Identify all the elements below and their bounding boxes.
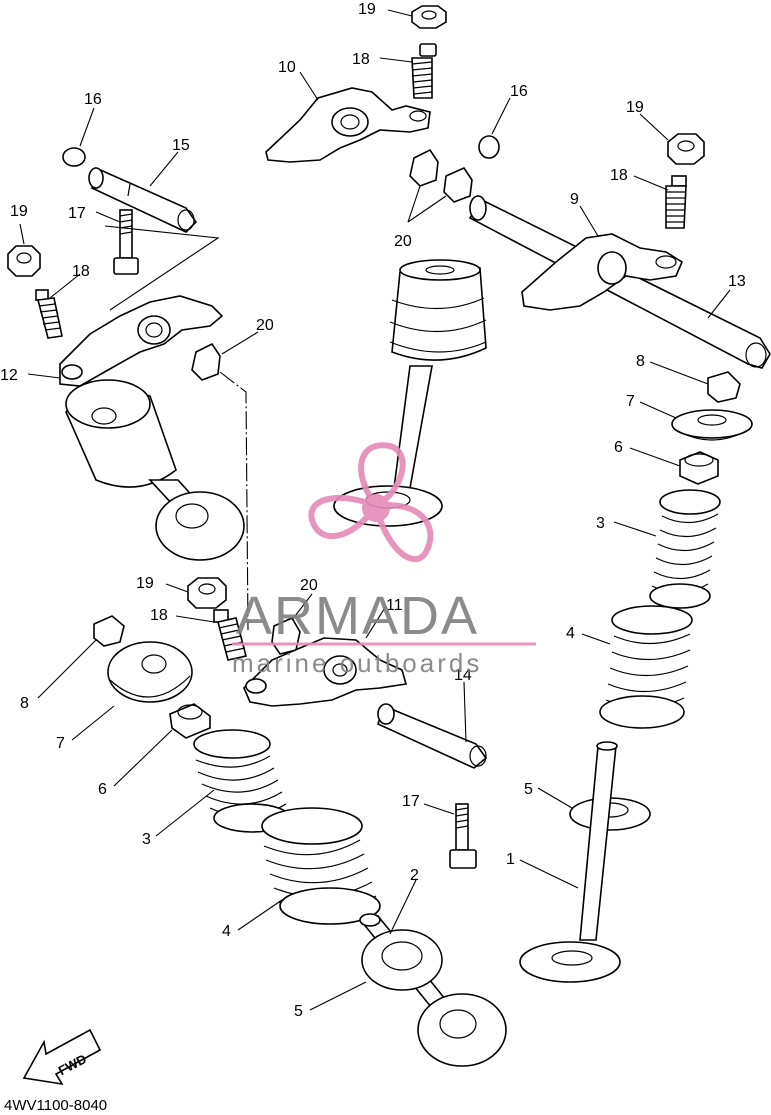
callout-4-left: 4 bbox=[222, 923, 231, 940]
callout-5-left: 5 bbox=[294, 1003, 303, 1020]
callout-3-left: 3 bbox=[142, 831, 151, 848]
rocker-arm-10[interactable] bbox=[265, 87, 431, 163]
adjusting-screw-18-top[interactable] bbox=[411, 43, 437, 99]
valve-cotter-20-upper-b[interactable] bbox=[443, 166, 473, 203]
callout-13: 13 bbox=[728, 273, 746, 290]
rocker-arm-9[interactable] bbox=[521, 233, 684, 311]
rocker-arm-11[interactable] bbox=[243, 637, 408, 707]
callout-14: 14 bbox=[454, 667, 472, 684]
watermark-tagline: marine outboards bbox=[232, 648, 482, 678]
callout-5-right: 5 bbox=[524, 781, 533, 798]
nut-19-left[interactable] bbox=[7, 245, 41, 277]
rocker-arm-12[interactable] bbox=[59, 295, 224, 387]
nut-19-top[interactable] bbox=[411, 5, 447, 29]
callout-19-left: 19 bbox=[10, 203, 28, 220]
callout-7-right: 7 bbox=[626, 393, 635, 410]
callout-17-lower: 17 bbox=[402, 793, 420, 810]
valve-1[interactable] bbox=[519, 741, 621, 983]
callout-1: 1 bbox=[506, 851, 515, 868]
valve-seal-6-right[interactable] bbox=[679, 451, 719, 485]
callout-7-left: 7 bbox=[56, 735, 65, 752]
spring-seat-5-left[interactable] bbox=[361, 929, 443, 991]
valve-cotter-8-right[interactable] bbox=[707, 371, 741, 403]
valve-cotter-8-left[interactable] bbox=[93, 615, 125, 647]
outer-spring-4-right[interactable] bbox=[599, 605, 693, 729]
bolt-17-left[interactable] bbox=[113, 209, 139, 275]
nut-19-lower[interactable] bbox=[187, 577, 227, 609]
callout-12: 12 bbox=[0, 367, 18, 384]
part-code: 4WV1100-8040 bbox=[4, 1097, 108, 1114]
valve-cotter-20-left[interactable] bbox=[191, 342, 221, 381]
o-ring-16-left[interactable] bbox=[62, 147, 86, 167]
leader-lines bbox=[19, 9, 731, 1011]
outer-spring-4-left[interactable] bbox=[261, 807, 381, 925]
callout-18-lower: 18 bbox=[150, 607, 168, 624]
callout-18-top: 18 bbox=[352, 51, 370, 68]
adjusting-screw-18-lower[interactable] bbox=[213, 609, 247, 661]
callout-2: 2 bbox=[410, 867, 419, 884]
propeller-logo-icon bbox=[308, 442, 434, 563]
callout-20-lower: 20 bbox=[300, 577, 318, 594]
callout-10: 10 bbox=[278, 59, 296, 76]
bolt-17-lower[interactable] bbox=[449, 803, 477, 869]
nut-19-right[interactable] bbox=[667, 133, 705, 165]
callout-11: 11 bbox=[386, 597, 403, 614]
spring-retainer-7-right[interactable] bbox=[671, 409, 753, 441]
valve-center-assembly bbox=[333, 259, 487, 527]
callout-16-right: 16 bbox=[510, 83, 528, 100]
callout-20-left: 20 bbox=[256, 317, 274, 334]
callout-18-right: 18 bbox=[610, 167, 628, 184]
callout-19-top: 19 bbox=[358, 1, 376, 18]
callout-19-lower: 19 bbox=[136, 575, 154, 592]
callout-3-right: 3 bbox=[596, 515, 605, 532]
callout-8-left: 8 bbox=[20, 695, 29, 712]
watermark-brand: ARMADA bbox=[236, 586, 479, 646]
armada-watermark: ARMADA marine outboards bbox=[232, 442, 536, 678]
rocker-shaft-14[interactable] bbox=[377, 703, 488, 769]
callout-16-left: 16 bbox=[84, 91, 102, 108]
valve-lifter-left bbox=[65, 379, 245, 561]
callout-6-left: 6 bbox=[98, 781, 107, 798]
adjusting-screw-18-left[interactable] bbox=[35, 289, 63, 339]
rocker-shaft-15[interactable] bbox=[88, 166, 198, 233]
valve-seal-6-left[interactable] bbox=[169, 703, 211, 739]
callout-8-right: 8 bbox=[636, 353, 645, 370]
callout-18-left: 18 bbox=[72, 263, 90, 280]
callout-9: 9 bbox=[570, 191, 579, 208]
callout-17-left: 17 bbox=[68, 205, 86, 222]
fwd-arrow-icon: FWD bbox=[22, 1028, 102, 1086]
callout-labels: 19 18 10 16 15 16 19 17 19 18 18 9 20 13… bbox=[0, 1, 746, 1020]
callout-4-right: 4 bbox=[566, 625, 575, 642]
rocker-shaft-13[interactable] bbox=[468, 195, 771, 369]
callout-15: 15 bbox=[172, 137, 190, 154]
spring-retainer-7-left[interactable] bbox=[107, 641, 193, 703]
adjusting-screw-18-right[interactable] bbox=[665, 175, 687, 229]
inner-spring-3-right[interactable] bbox=[649, 489, 721, 609]
callout-20-upper: 20 bbox=[394, 233, 412, 250]
o-ring-16-right[interactable] bbox=[478, 135, 500, 159]
callout-19-right: 19 bbox=[626, 99, 644, 116]
callout-6-right: 6 bbox=[614, 439, 623, 456]
valve-cotter-20-upper-a[interactable] bbox=[409, 148, 439, 187]
